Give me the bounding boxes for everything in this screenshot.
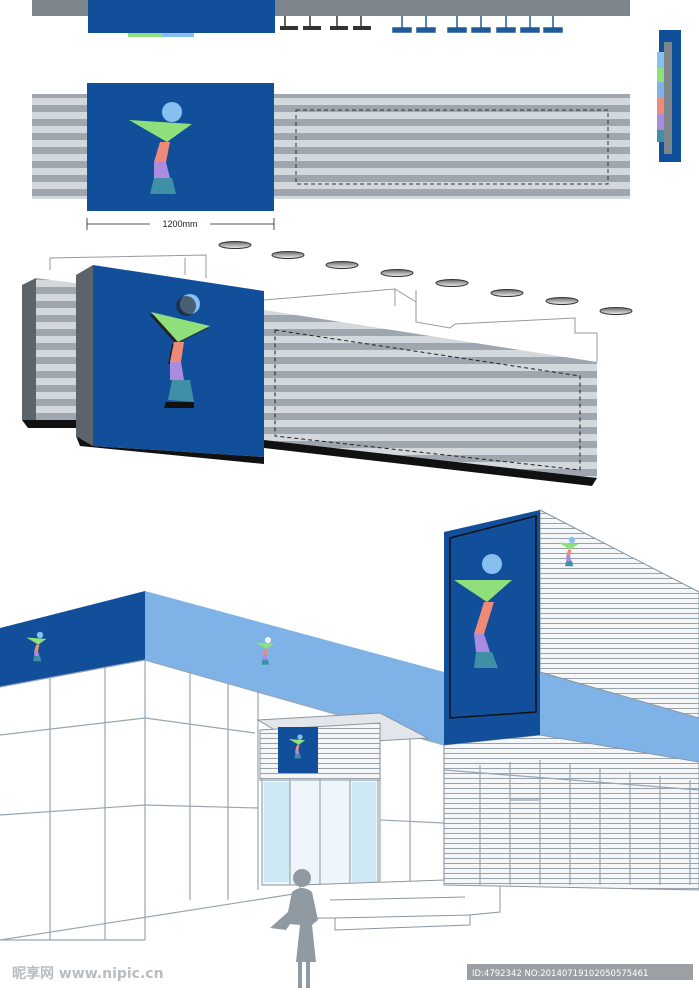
perspective-sign [22,241,633,486]
dimension-label: 1200mm [162,219,197,229]
perspective-text-area [274,329,581,471]
fascia-text-area [295,109,609,185]
person-logo-icon [26,631,47,662]
side-elevation-strip [657,30,681,162]
plan-downlights-blue [392,16,563,33]
watermark-id: ID:4792342 NO:20140719102050575461 [472,969,648,979]
plan-downlights [280,16,371,30]
person-logo-icon [255,637,274,665]
front-elevation: 1200mm [32,83,630,230]
top-plan-view [32,0,630,37]
person-logo-icon [129,102,192,194]
person-logo-icon [454,554,512,668]
person-logo-icon [558,536,579,567]
elevation-sign-panel [87,83,274,211]
downlight-icon [218,241,633,315]
watermark: 昵享网 www.nipic.cn ID:4792342 NO:201407191… [12,964,693,982]
pedestrian-silhouette [270,869,318,988]
person-logo-icon [288,734,306,759]
person-logo-icon [149,294,210,408]
plan-sign-box [88,0,275,33]
watermark-site: 昵享网 www.nipic.cn [12,965,164,982]
building-rendering [0,509,699,988]
tower-sign [444,510,540,745]
